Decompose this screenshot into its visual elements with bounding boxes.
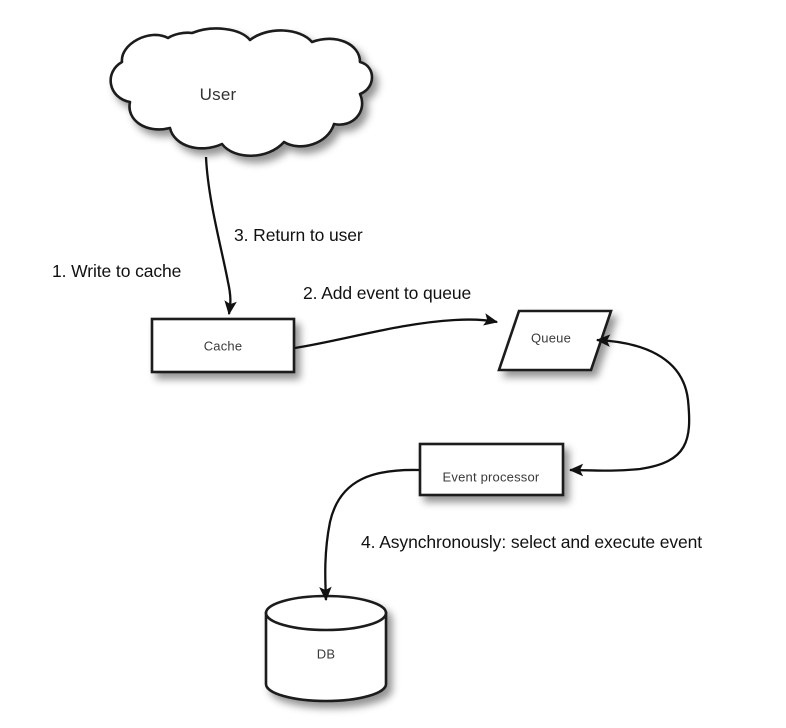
node-event-processor[interactable] (418, 442, 565, 497)
edge-label-write-to-cache: 1. Write to cache (52, 261, 182, 281)
event-processor-rect (418, 442, 565, 497)
node-db[interactable] (264, 594, 388, 703)
edge-label-return-to-user: 3. Return to user (234, 225, 363, 245)
edge-event-processor-to-db (319, 468, 420, 602)
node-label-queue: Queue (530, 330, 572, 346)
node-label-db: DB (316, 646, 336, 662)
db-cylinder-top (264, 594, 388, 632)
cloud-shape (109, 27, 374, 157)
node-label-event-processor: Event processor (442, 469, 540, 485)
node-cache[interactable] (150, 317, 296, 374)
edge-queue-event-processor (568, 334, 691, 477)
cache-rect (150, 317, 296, 374)
edge-cache-to-queue (294, 313, 499, 350)
node-user[interactable] (109, 27, 374, 157)
edge-label-asynchronously-select-and-execute-event: 4. Asynchronously: select and execute ev… (361, 532, 703, 552)
edge-label-add-event-to-queue: 2. Add event to queue (303, 283, 472, 303)
node-label-cache: Cache (203, 338, 243, 354)
node-label-user: User (199, 85, 237, 104)
edge-user-to-cache (204, 156, 237, 316)
db-cylinder-body (264, 611, 388, 703)
